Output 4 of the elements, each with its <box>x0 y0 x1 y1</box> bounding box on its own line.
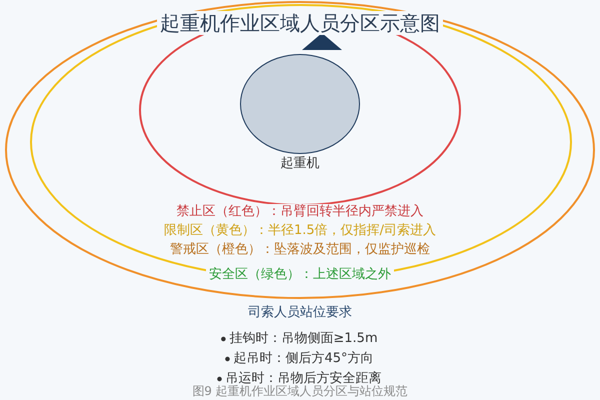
crane-label: 起重机 <box>278 156 322 172</box>
title: 起重机作业区域人员分区示意图 <box>157 11 443 35</box>
zone-description: 安全区（绿色）：上述区域之外 <box>206 267 394 283</box>
zone-description: 警戒区（橙色）：坠落波及范围，仅监护巡检 <box>167 242 433 258</box>
